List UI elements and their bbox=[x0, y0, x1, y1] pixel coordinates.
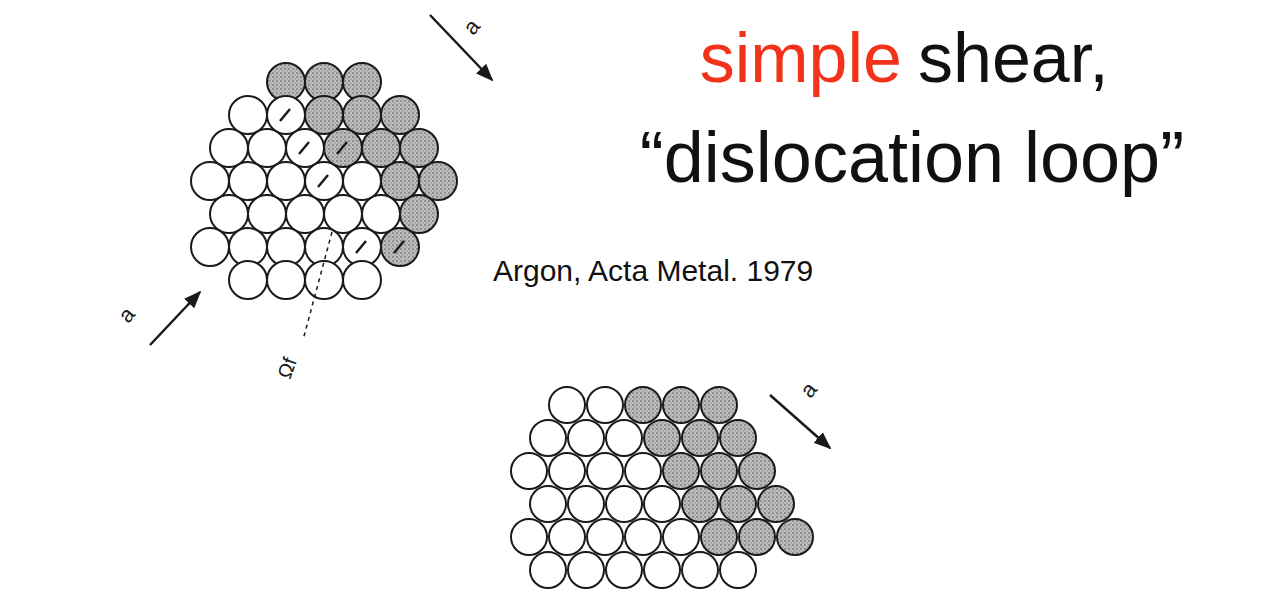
shear-label: a bbox=[114, 303, 140, 328]
subtitle: “dislocation loop” bbox=[640, 118, 1184, 197]
title-word: shear, bbox=[918, 20, 1109, 97]
shear-label: a bbox=[459, 15, 485, 40]
leader-line bbox=[303, 232, 332, 340]
shear-arrow bbox=[770, 395, 830, 448]
shear-arrow bbox=[150, 292, 200, 345]
volume-label: Ωf bbox=[273, 355, 301, 382]
lower-atom-cluster bbox=[511, 387, 813, 588]
title-word: simple bbox=[700, 20, 902, 97]
citation: Argon, Acta Metal. 1979 bbox=[493, 254, 813, 287]
shear-arrow bbox=[430, 15, 492, 80]
shear-label: a bbox=[796, 378, 822, 403]
